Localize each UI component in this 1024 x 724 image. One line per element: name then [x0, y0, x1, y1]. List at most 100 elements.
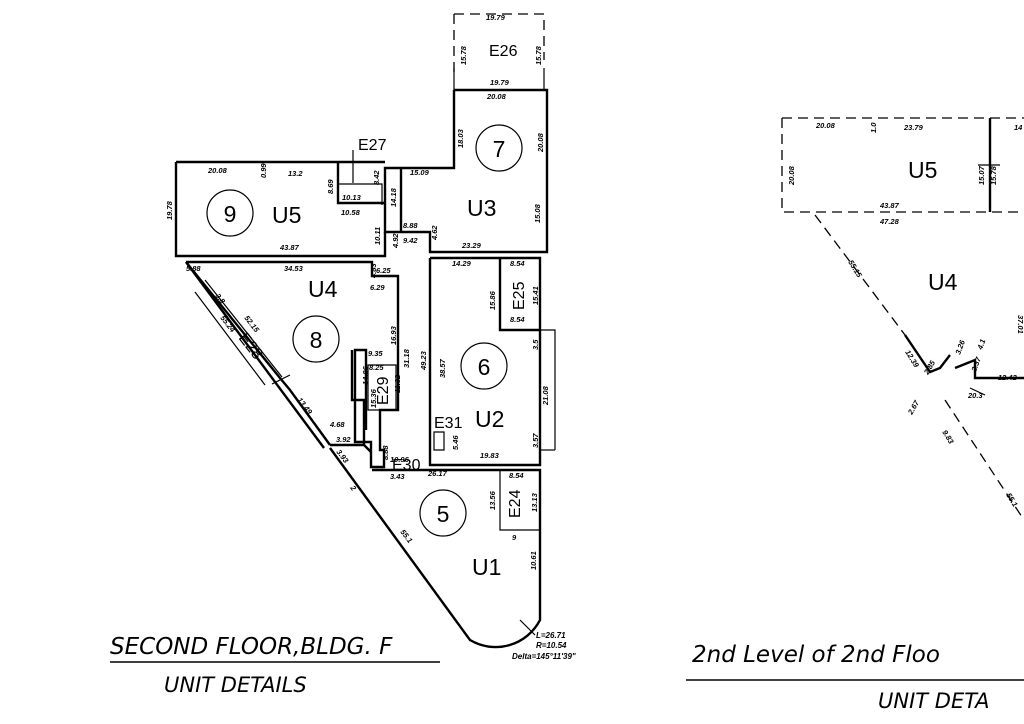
svg-text:15.78: 15.78	[989, 165, 998, 185]
svg-text:20.08: 20.08	[486, 92, 507, 101]
svg-text:47.28: 47.28	[879, 217, 900, 226]
svg-text:3.5: 3.5	[531, 339, 540, 350]
unit-number-6: 6	[478, 354, 491, 380]
svg-text:10.58: 10.58	[341, 208, 361, 217]
svg-text:20.08: 20.08	[787, 165, 796, 186]
unit-number-7: 7	[493, 136, 506, 162]
svg-text:5.46: 5.46	[451, 435, 460, 450]
svg-text:8.69: 8.69	[326, 179, 335, 194]
svg-text:49.23: 49.23	[419, 350, 428, 371]
left-plan: 7 9 8 6 5 U3 U5 U4 U2 U1 E26 E27 E31 E30…	[110, 13, 576, 697]
svg-text:14.29: 14.29	[452, 259, 472, 268]
svg-text:8.25: 8.25	[369, 363, 384, 372]
svg-text:20.08: 20.08	[536, 132, 545, 153]
svg-text:10.11: 10.11	[373, 227, 382, 245]
unit-number-circle-6	[460, 342, 508, 390]
svg-text:13.2: 13.2	[288, 169, 303, 178]
element-label-e26: E26	[489, 43, 518, 60]
svg-text:6.25: 6.25	[376, 266, 391, 275]
svg-text:19.83: 19.83	[480, 451, 500, 460]
left-plan-subtitle: UNIT DETAILS	[164, 673, 307, 697]
svg-text:8.54: 8.54	[510, 315, 525, 324]
svg-text:15.07: 15.07	[977, 165, 986, 185]
svg-text:34.53: 34.53	[284, 264, 304, 273]
unit-label-right-u5: U5	[908, 157, 937, 183]
svg-text:2: 2	[348, 483, 359, 493]
svg-text:8.54: 8.54	[510, 259, 525, 268]
svg-text:8.42: 8.42	[372, 170, 381, 185]
element-label-e25: E25	[511, 281, 528, 310]
svg-text:14: 14	[1014, 123, 1023, 132]
svg-text:19.78: 19.78	[165, 200, 174, 220]
svg-text:38.57: 38.57	[438, 358, 447, 378]
unit-label-u5: U5	[272, 202, 301, 228]
svg-text:R=10.54: R=10.54	[536, 641, 567, 650]
svg-text:3.43: 3.43	[390, 472, 405, 481]
unit-number-circle-8	[292, 315, 340, 363]
svg-text:15.78: 15.78	[459, 45, 468, 65]
svg-text:L=26.71: L=26.71	[536, 631, 566, 640]
svg-text:10.61: 10.61	[529, 551, 538, 570]
unit-u4-outline	[185, 260, 400, 469]
svg-text:55.15: 55.15	[846, 258, 864, 279]
svg-text:3.92: 3.92	[336, 435, 351, 444]
svg-text:12.39: 12.39	[903, 348, 921, 369]
svg-text:2.37: 2.37	[969, 355, 983, 374]
svg-text:13.56: 13.56	[488, 490, 497, 510]
svg-text:55.1: 55.1	[1004, 491, 1019, 508]
svg-text:8.88: 8.88	[403, 221, 418, 230]
svg-text:1.0: 1.0	[869, 122, 878, 133]
svg-text:15.78: 15.78	[534, 45, 543, 65]
svg-text:23.79: 23.79	[903, 123, 924, 132]
left-plan-title: SECOND FLOOR,BLDG. F	[110, 634, 393, 660]
svg-text:10.96: 10.96	[390, 455, 410, 464]
unit-u5-outline	[174, 160, 387, 258]
svg-text:55.1: 55.1	[398, 528, 414, 545]
svg-text:15.41: 15.41	[531, 286, 540, 305]
svg-text:20.08: 20.08	[815, 121, 836, 130]
svg-text:9: 9	[512, 533, 517, 542]
element-label-e27: E27	[358, 137, 387, 154]
svg-text:31.18: 31.18	[402, 348, 411, 368]
svg-text:9.42: 9.42	[403, 236, 418, 245]
unit-number-circle-9	[206, 189, 254, 237]
svg-text:23.29: 23.29	[461, 241, 482, 250]
unit-label-right-u4: U4	[928, 269, 958, 295]
svg-text:3.26: 3.26	[953, 338, 967, 356]
svg-text:15.36: 15.36	[369, 388, 378, 408]
right-plan-title: 2nd Level of 2nd Floo	[692, 642, 940, 668]
svg-text:2.67: 2.67	[905, 398, 921, 417]
svg-text:20.08: 20.08	[207, 166, 228, 175]
svg-text:10.13: 10.13	[342, 193, 362, 202]
svg-text:15.08: 15.08	[533, 203, 542, 223]
svg-text:9.83: 9.83	[940, 428, 956, 446]
unit-number-9: 9	[224, 201, 237, 227]
svg-text:4.68: 4.68	[329, 420, 345, 429]
svg-text:4.62: 4.62	[430, 225, 439, 241]
unit-u1-outline	[329, 447, 542, 649]
svg-text:15.86: 15.86	[488, 290, 497, 310]
unit-label-u1: U1	[472, 554, 501, 580]
unit-label-u4: U4	[308, 276, 338, 302]
svg-text:4.1: 4.1	[975, 338, 987, 352]
unit-number-circle-7	[475, 124, 523, 172]
element-label-e29: E29	[375, 376, 392, 405]
svg-text:26.17: 26.17	[427, 469, 448, 478]
svg-text:43.87: 43.87	[279, 243, 300, 252]
svg-text:0.99: 0.99	[259, 163, 268, 178]
svg-text:14.18: 14.18	[389, 187, 398, 207]
svg-text:4.83: 4.83	[369, 263, 378, 279]
svg-text:20.3: 20.3	[967, 391, 983, 400]
svg-text:19.79: 19.79	[490, 78, 510, 87]
svg-text:21.08: 21.08	[541, 385, 550, 406]
svg-text:5.88: 5.88	[186, 264, 201, 273]
left-dimensions: 19.79 15.78 15.78 19.79 20.08 18.03 20.0…	[165, 13, 550, 570]
svg-text:15.09: 15.09	[410, 168, 430, 177]
curve-note: L=26.71 R=10.54 Delta=145°11'39"	[512, 631, 576, 661]
svg-text:8.88: 8.88	[381, 445, 390, 460]
svg-text:16.93: 16.93	[389, 325, 398, 345]
svg-text:3.57: 3.57	[531, 433, 540, 448]
svg-text:12.42: 12.42	[998, 373, 1018, 382]
unit-u3-outline	[383, 88, 549, 254]
element-label-e24: E24	[507, 489, 524, 518]
